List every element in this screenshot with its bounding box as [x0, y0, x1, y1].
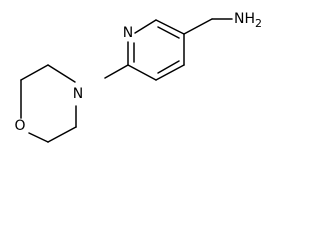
bond-c3-ch2 [183, 18, 213, 35]
bond-c5-c6 [127, 64, 157, 81]
morpholine-ring [20, 64, 77, 143]
bond-c2-c3 [155, 19, 185, 35]
pyridine-ring [127, 19, 185, 81]
molecule-drawing: N NH2 N O [14, 11, 262, 143]
amine-nh-text: NH [234, 11, 255, 27]
bond-c4-c5 [155, 64, 185, 81]
chemical-structure-canvas: N NH2 N O [14, 11, 262, 143]
bond-o-c-lower-left [28, 132, 49, 143]
bond-c2-c3-inner [157, 26, 180, 39]
bond-c6-morpholine-n [104, 64, 129, 79]
bond-c-lower-left-c-lower [47, 126, 77, 143]
bond-mn-c-upper [47, 64, 76, 83]
bond-c4-c5-inner [157, 60, 180, 74]
amine-label: NH2 [234, 11, 262, 30]
morpholine-nitrogen-label: N [73, 86, 83, 102]
amine-subscript-text: 2 [255, 17, 262, 30]
bond-n1-c2 [134, 19, 157, 34]
bond-c-upper-c-upper-left [20, 64, 49, 81]
pyridine-nitrogen-label: N [123, 25, 133, 41]
morpholine-oxygen-label: O [14, 118, 25, 134]
